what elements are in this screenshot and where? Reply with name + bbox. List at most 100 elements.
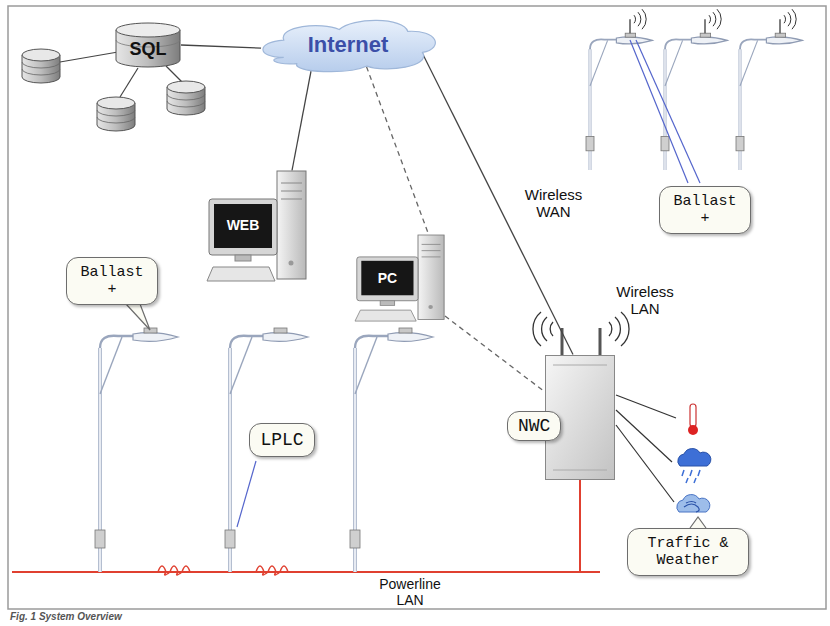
lamp-pole	[589, 49, 590, 170]
thermometer-icon	[690, 404, 696, 427]
street-lamp	[736, 9, 802, 170]
street-lamp	[586, 9, 652, 170]
database-disk	[167, 81, 205, 115]
lplc-module	[586, 136, 594, 150]
lamp-brace	[665, 40, 683, 86]
antenna	[629, 19, 631, 33]
connector	[292, 71, 311, 170]
antenna	[779, 19, 781, 33]
web-server-part	[277, 171, 306, 279]
radio-waves	[634, 9, 646, 29]
callout-text: Ballast +	[670, 193, 740, 227]
leader-line	[630, 40, 688, 183]
callout-text: LPLC	[260, 430, 303, 450]
ballast-box	[625, 33, 635, 37]
network-label: Wireless LAN	[605, 283, 685, 317]
radio-waves	[609, 312, 629, 346]
web-server-part	[281, 183, 302, 199]
lamp-pole	[588, 49, 591, 170]
ballast-box	[775, 33, 785, 37]
callout-text: Traffic & Weather	[638, 535, 738, 569]
web-server-outline	[207, 171, 307, 286]
pc-computer-part	[428, 305, 433, 309]
lamp-pole	[663, 49, 666, 170]
sensor-link	[616, 425, 674, 502]
network-label: Powerline LAN	[370, 576, 450, 608]
lamp-arm	[665, 39, 693, 49]
lplc-module	[225, 530, 235, 548]
lplc-module	[661, 136, 669, 150]
node-label: Internet	[308, 32, 389, 58]
db-link	[166, 66, 182, 82]
lplc-module	[736, 136, 744, 150]
coil-symbol	[256, 566, 288, 575]
lplc-module	[350, 530, 360, 548]
pc-computer-part	[361, 261, 413, 295]
database-disk	[22, 49, 60, 83]
ballast-box	[700, 33, 710, 37]
connector	[367, 67, 429, 235]
db-link	[60, 52, 118, 62]
lamp-arm	[740, 39, 768, 49]
wind-icon	[677, 495, 710, 512]
connector	[445, 316, 545, 392]
pc-computer-part	[355, 310, 416, 321]
radio-waves	[533, 312, 553, 346]
lamp-brace	[355, 337, 377, 394]
powerline-wire	[579, 480, 581, 572]
lamp-head	[616, 37, 652, 44]
lamp-brace	[230, 337, 252, 394]
street-lamp	[95, 328, 178, 572]
frame	[8, 6, 826, 609]
pc-computer-part	[418, 235, 444, 320]
nwc-controller-outline	[545, 355, 615, 480]
edge-label: Wireless WAN	[514, 186, 594, 220]
rain-drops	[682, 470, 700, 483]
nwc-controller-part	[553, 365, 607, 470]
callout-text: Ballast +	[77, 264, 147, 298]
database-disk	[97, 97, 135, 131]
web-server-part	[209, 199, 277, 255]
street-lamp	[661, 9, 727, 170]
web-server-part	[214, 204, 272, 248]
radio-waves	[709, 9, 721, 29]
connector	[422, 52, 573, 354]
internet-cloud-outline	[256, 14, 441, 76]
lamp-arm	[355, 336, 390, 348]
lamp-pole	[739, 49, 740, 170]
database-cylinder-part	[116, 23, 180, 37]
database-cylinder-outline	[115, 22, 181, 68]
figure-caption: Fig. 1 System Overview	[10, 611, 122, 622]
street-lamps	[95, 9, 802, 572]
lamp-head	[388, 333, 433, 342]
node-label: NWC	[507, 411, 561, 441]
node-label: SQL	[129, 39, 166, 60]
lplc-module	[95, 530, 105, 548]
lamp-head	[766, 37, 802, 44]
web-server-part	[289, 260, 294, 265]
callout-bubble: Ballast +	[659, 186, 751, 234]
leader-line	[636, 40, 700, 183]
lamp-brace	[740, 40, 758, 86]
pc-computer-outline	[355, 235, 445, 325]
callout-tail	[126, 304, 150, 330]
node-label: PC	[378, 270, 397, 286]
ballast-box	[274, 328, 287, 333]
antenna	[599, 328, 602, 356]
web-server-part	[235, 255, 251, 261]
lamp-head	[691, 37, 727, 44]
lamp-brace	[590, 40, 608, 86]
lamp-pole	[738, 49, 741, 170]
radio-waves	[784, 9, 796, 29]
antenna	[704, 19, 706, 33]
lamp-arm	[230, 336, 265, 348]
lamp-arm	[590, 39, 618, 49]
lamp-arm	[100, 336, 135, 348]
callout-tail	[690, 517, 706, 528]
nwc-controller-part	[546, 355, 615, 479]
pc-computer-part	[357, 257, 418, 301]
pc-computer-part	[380, 301, 394, 306]
lamp-head	[263, 333, 308, 342]
